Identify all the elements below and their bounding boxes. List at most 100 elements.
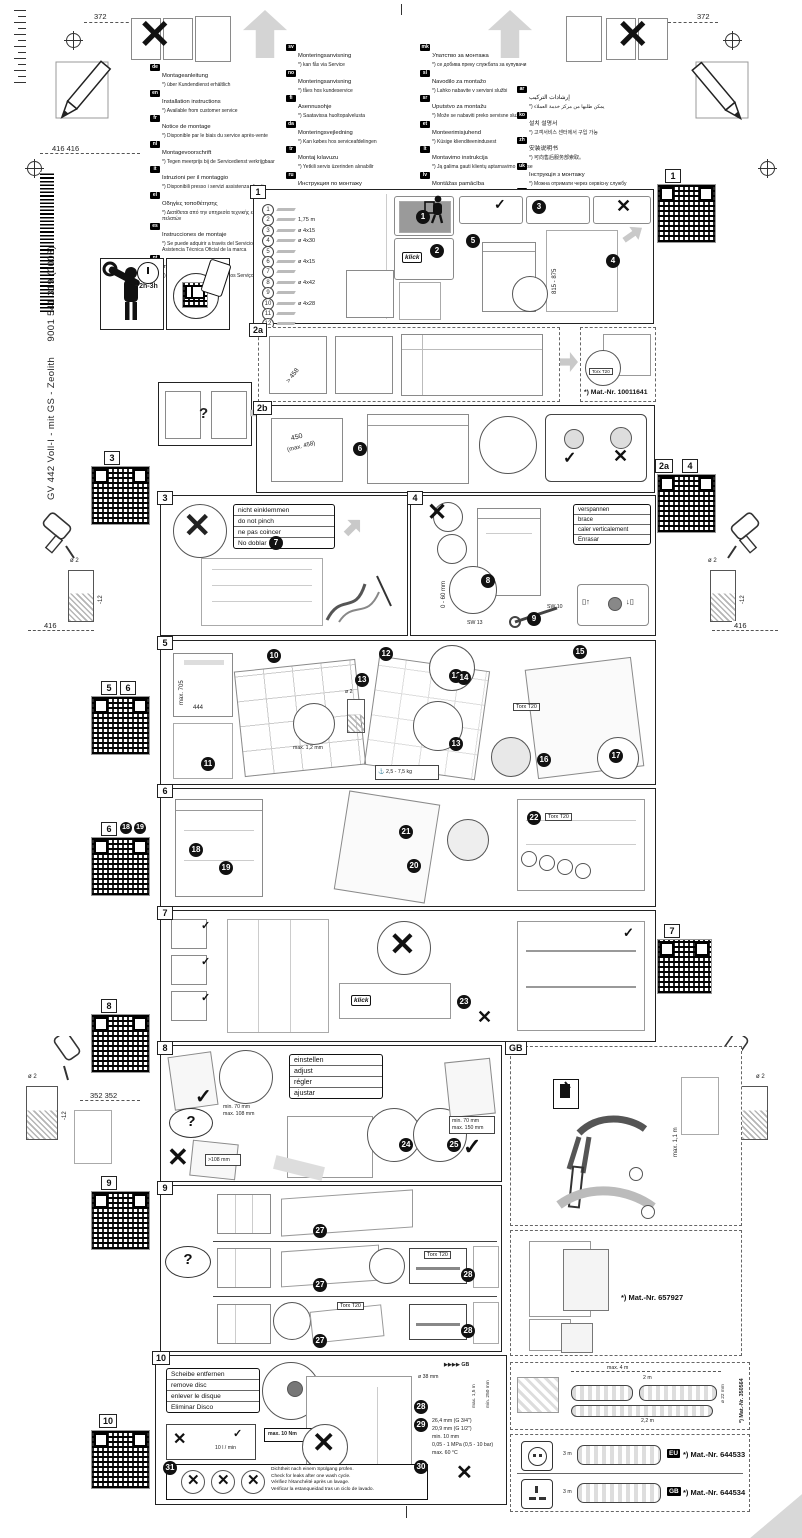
step-badge-13: 13 [355, 673, 369, 687]
mat-nr-10011641: *) Mat.-Nr. 10011641 [584, 389, 648, 396]
order-number: 9001 541 319 (0003) [46, 245, 57, 342]
language-title: Asennusohje [298, 104, 332, 110]
gap-max-label: max. 1,2 mm [293, 745, 323, 751]
drill-icon [53, 1036, 81, 1081]
cord-coil [577, 1483, 661, 1503]
part-glyph [276, 259, 296, 263]
step-badge-20: 20 [407, 859, 421, 873]
qr-code-2a-4 [657, 474, 716, 533]
step-badge-24: 24 [399, 1138, 413, 1152]
panel-2a: > 458 [258, 327, 560, 402]
cross-icon: ✕ [616, 13, 650, 57]
ref-tag-2a: 2a [655, 459, 674, 473]
qr-code-10 [91, 1430, 150, 1489]
part-glyph [276, 291, 296, 295]
gb-box: max. 1,1 m [510, 1046, 742, 1226]
right-arrow-icon [560, 352, 578, 372]
language-entry: daMonteringsvejledning *) Kan købes hos … [286, 120, 419, 145]
language-code-badge: ru [286, 171, 296, 179]
step-badge-12: 12 [379, 647, 393, 661]
language-title: Montageanleitung [162, 73, 209, 79]
note-line: nicht einklemmen [234, 505, 334, 516]
cross-icon: ✕ [183, 507, 212, 545]
note-line: brace [574, 515, 650, 525]
step-badge-18: 18 [120, 822, 132, 834]
language-title: Monteerimisjuhend [432, 129, 481, 136]
part-glyph [276, 249, 296, 253]
language-entry: trMontaj kılavuzu *) Yetkili servis üzer… [286, 146, 419, 170]
language-note: *) Yetkili servis üzerinden alınabilir [298, 164, 374, 170]
note-line: adjust [290, 1066, 382, 1077]
language-entry: esInstrucciones de montaje *) Se puede a… [150, 223, 283, 253]
note-line: verspannen [574, 505, 650, 515]
part-spec: ø 4x15 [298, 227, 316, 234]
language-note: *) über Kundendienst erhältlich [162, 82, 231, 88]
open-dishwasher-sketch [273, 1116, 373, 1181]
up-arrow-icon [243, 10, 287, 58]
leak-check-box: 31 ✕ ✕ ✕ Dichtheit nach einem Spülgang p… [163, 1461, 428, 1500]
question-mark: ? [186, 1113, 196, 1130]
language-note: *) Διατίθεται από την υπηρεσία τεχνικής … [162, 209, 283, 222]
language-entry: arإرشادات التركيب *) يمكن طلبها من مركز … [517, 86, 647, 110]
language-note: *) Lahko nabavite v servisni službi [432, 87, 508, 94]
step-badge-14: 14 [457, 671, 471, 685]
ref-tag-3: 3 [104, 451, 120, 465]
hose-max-4m: max. 4 m [607, 1365, 629, 1371]
panel-2a-tag: 2a [249, 323, 268, 337]
step-badge-27c: 27 [313, 1334, 327, 1348]
part-glyph [276, 228, 296, 232]
sw13-label: SW 13 [467, 620, 483, 626]
language-note: *) Kan købes hos serviceafdelingen [298, 138, 377, 145]
ref-tag-10: 10 [99, 1414, 118, 1428]
torx-t20-label: Torx T20 [589, 368, 613, 375]
mat-box-10011641: Torx T20 *) Mat.-Nr. 10011641 [580, 327, 656, 402]
ref-tag-1: 1 [665, 169, 681, 183]
panel-3-tag: 3 [157, 491, 173, 505]
door-width-444: 444 [193, 705, 204, 711]
step-badge-10: 10 [267, 649, 281, 663]
language-entry: noMonteringsanvisning *) fåes hos kundes… [286, 69, 419, 94]
qr-code-3 [91, 466, 150, 525]
language-entry: ko설치 설명서 *) 고객서비스 센터에서 구입 가능 [517, 111, 647, 136]
step-badge-28: 28 [461, 1268, 475, 1282]
language-entry: nlMontagevoorschrift *) Tegen meerprijs … [150, 140, 283, 165]
leak-check-notes: Dichtheit nach einem Spülgang prüfen.Che… [271, 1467, 374, 1493]
language-title: إرشادات التركيب [529, 95, 570, 101]
gb-box-tag: GB [505, 1041, 527, 1055]
step-badge-30: 30 [414, 1460, 428, 1474]
panel-2b: 2b 450 (max. 458) 6 ✓ ✕ [253, 401, 655, 493]
hose-2m: 2 m [643, 1375, 652, 1381]
panel-5-tag: 5 [157, 636, 173, 650]
mat-nr-644534: *) Mat.-Nr. 644534 [683, 1488, 746, 1497]
check-icon: ✓ [563, 450, 577, 467]
language-title: Montagevoorschrift [162, 149, 212, 156]
cross-icon: ✕ [389, 926, 416, 962]
language-code-badge: nl [150, 140, 160, 148]
water-temp-max: max. 60 °C [432, 1450, 458, 1456]
pliers-icon [556, 1115, 656, 1211]
language-title: Instrucciones de montaje [162, 232, 227, 238]
registration-mark [25, 159, 44, 178]
language-code-badge: en [150, 89, 160, 97]
hose-coil [571, 1385, 633, 1401]
language-title: 설치 설명서 [529, 120, 558, 127]
hose-coil [639, 1385, 717, 1401]
panel-4-tag: 4 [407, 491, 423, 505]
language-title: Monteringsvejledning [298, 129, 353, 136]
rail-sketch [281, 1189, 413, 1237]
language-entry: ukІнструкція з монтажу *) Можна отримати… [517, 162, 647, 187]
clock-icon [137, 262, 159, 284]
step-badge-29: 29 [414, 1418, 428, 1432]
klick-label: klick [402, 252, 423, 263]
drill-template [26, 1086, 58, 1140]
language-note: *) Available from customer service [162, 107, 238, 114]
language-title: Notice de montage [162, 124, 211, 130]
language-title: Οδηγίες τοποθέτησης [162, 200, 218, 207]
torx-adjust-box: Torx T20 [409, 1248, 467, 1284]
